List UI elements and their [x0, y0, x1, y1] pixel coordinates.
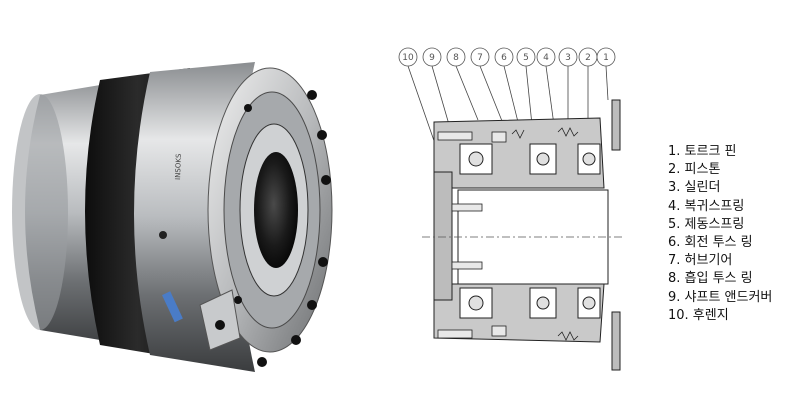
balloon-label: 5 — [523, 53, 529, 63]
balloon-5 — [516, 47, 536, 67]
callout-balloons — [398, 47, 616, 67]
part-item: 5. 제동스프링 — [668, 216, 745, 232]
balloon-7 — [470, 47, 490, 67]
nameplate — [162, 291, 183, 323]
part-item: 6. 회전 투스 링 — [668, 235, 753, 251]
section-drawing: 10 9 8 7 6 5 4 3 2 1 — [398, 47, 624, 371]
balloon-3 — [558, 47, 578, 67]
balloon-label: 1 — [603, 53, 609, 63]
balloon-8 — [446, 47, 466, 67]
balloon-4 — [536, 47, 556, 67]
part-item: 10. 후렌지 — [668, 307, 729, 323]
balloon-label: 6 — [501, 53, 507, 63]
balloon-1 — [596, 47, 616, 67]
balloon-9 — [422, 47, 442, 67]
face-bolts — [234, 90, 331, 367]
bore-hole — [254, 152, 298, 268]
rear-rim — [12, 94, 68, 330]
serial-marking: INSOKS — [174, 153, 183, 180]
balloon-label: 3 — [565, 53, 571, 63]
clutch-photo: INSOKS — [12, 62, 333, 372]
upper-bearings — [459, 143, 601, 175]
part-item: 7. 허브기어 — [668, 253, 733, 269]
parts-list: 1. 토르크 핀 2. 피스톤 3. 실린더 4. 복귀스프링 5. 제동스프링… — [668, 143, 772, 325]
balloon-label: 8 — [453, 53, 459, 63]
part-item: 8. 흡입 투스 링 — [668, 271, 753, 287]
lower-bearings — [459, 287, 601, 319]
balloon-label: 4 — [543, 53, 549, 63]
part-item: 1. 토르크 핀 — [668, 144, 737, 159]
part-item: 3. 실린더 — [668, 180, 721, 196]
part-item: 9. 샤프트 앤드커버 — [668, 289, 773, 305]
section-bolts — [437, 131, 507, 339]
tab-bolt — [215, 320, 225, 330]
balloon-10 — [398, 47, 418, 67]
part-item: 2. 피스톤 — [668, 162, 721, 178]
side-screw — [159, 231, 167, 239]
balloon-6 — [494, 47, 514, 67]
part-item: 4. 복귀스프링 — [668, 198, 745, 214]
balloon-label: 10 — [402, 53, 414, 63]
balloon-label: 7 — [477, 53, 483, 63]
springs — [511, 127, 579, 341]
balloon-label: 2 — [585, 53, 591, 63]
balloon-label: 9 — [429, 53, 435, 63]
